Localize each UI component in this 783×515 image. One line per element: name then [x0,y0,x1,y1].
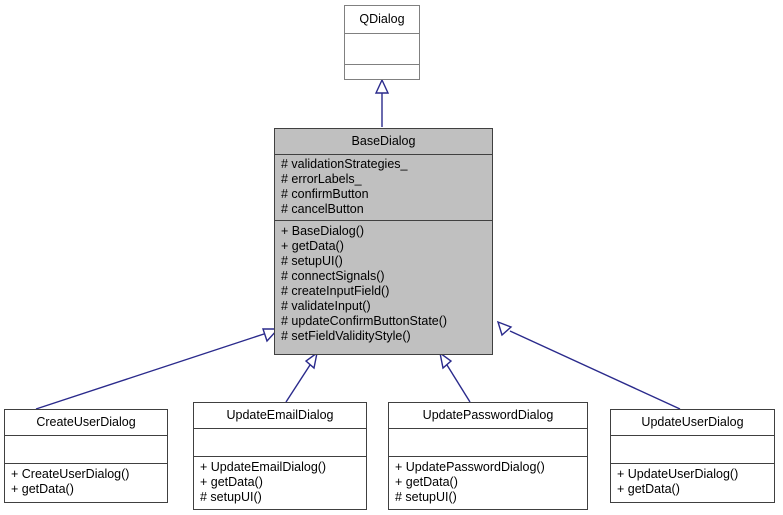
operation-item: + CreateUserDialog() [11,466,130,481]
class-operations-updateemaildialog: + UpdateEmailDialog() + getData() # setu… [194,457,366,509]
class-node-updateuserdialog[interactable]: UpdateUserDialog + UpdateUserDialog() + … [610,409,775,503]
operation-item: # createInputField() [281,283,390,298]
operation-item: # updateConfirmButtonState() [281,313,448,328]
attribute-item: # cancelButton [281,201,364,216]
class-attributes-createuserdialog [5,436,167,464]
class-operations-updateuserdialog: + UpdateUserDialog() + getData() [611,464,774,501]
class-attributes-updatepassworddialog [389,429,587,457]
operation-item: + BaseDialog() [281,223,365,238]
operation-item: # setupUI() [281,253,343,268]
operation-item: # connectSignals() [281,268,385,283]
class-name-updateuserdialog: UpdateUserDialog [611,410,774,436]
operation-item: # setupUI() [395,489,457,504]
class-node-basedialog[interactable]: BaseDialog # validationStrategies_ # err… [274,128,493,355]
class-node-qdialog[interactable]: QDialog [344,5,420,80]
class-operations-updatepassworddialog: + UpdatePasswordDialog() + getData() # s… [389,457,587,509]
class-name-qdialog: QDialog [345,6,419,34]
class-node-updateemaildialog[interactable]: UpdateEmailDialog + UpdateEmailDialog() … [193,402,367,510]
empty-attributes [200,431,360,453]
operation-item: # validateInput() [281,298,371,313]
empty-attributes [351,36,413,61]
operation-item: # setupUI() [200,489,262,504]
operation-item: + UpdateUserDialog() [617,466,739,481]
operation-item: + getData() [395,474,458,489]
empty-attributes [617,438,768,460]
operation-item: + getData() [281,238,344,253]
operation-item: + getData() [11,481,74,496]
class-name-updatepassworddialog: UpdatePasswordDialog [389,403,587,429]
empty-operations [351,68,413,93]
class-node-createuserdialog[interactable]: CreateUserDialog + CreateUserDialog() + … [4,409,168,503]
operation-item: + getData() [200,474,263,489]
empty-attributes [11,438,161,460]
class-name-updateemaildialog: UpdateEmailDialog [194,403,366,429]
class-node-updatepassworddialog[interactable]: UpdatePasswordDialog + UpdatePasswordDia… [388,402,588,510]
class-name-basedialog: BaseDialog [275,129,492,155]
class-attributes-qdialog [345,34,419,65]
class-operations-qdialog [345,65,419,97]
attribute-item: # confirmButton [281,186,369,201]
class-operations-createuserdialog: + CreateUserDialog() + getData() [5,464,167,501]
attribute-item: # errorLabels_ [281,171,362,186]
operation-item: + UpdateEmailDialog() [200,459,327,474]
empty-attributes [395,431,581,453]
operation-item: # setFieldValidityStyle() [281,328,411,343]
edge-updateemaildialog-to-basedialog [285,351,319,403]
attribute-item: # validationStrategies_ [281,156,408,171]
class-name-createuserdialog: CreateUserDialog [5,410,167,436]
class-attributes-basedialog: # validationStrategies_ # errorLabels_ #… [275,155,492,221]
operation-item: + getData() [617,481,680,496]
edge-updateuserdialog-to-basedialog [496,320,681,410]
operation-item: + UpdatePasswordDialog() [395,459,545,474]
class-operations-basedialog: + BaseDialog() + getData() # setupUI() #… [275,221,492,348]
class-attributes-updateemaildialog [194,429,366,457]
class-attributes-updateuserdialog [611,436,774,464]
edge-updatepassworddialog-to-basedialog [438,351,471,403]
edge-createuserdialog-to-basedialog [35,328,280,410]
